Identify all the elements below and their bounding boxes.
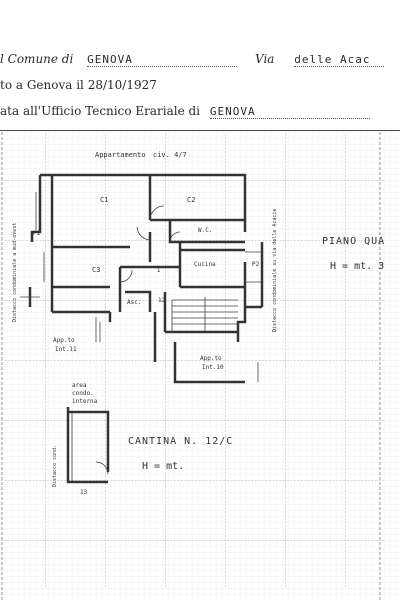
- area-line1: area: [72, 382, 87, 389]
- app-int11-line1: App.to: [53, 337, 75, 344]
- graph-grid: [0, 132, 400, 600]
- label-p2: P2: [252, 261, 260, 268]
- room-wc: W.C.: [198, 227, 212, 234]
- piano-label: PIANO QUA: [322, 236, 385, 247]
- label-i: I: [157, 267, 161, 274]
- label-p1: P1: [33, 230, 41, 237]
- area-line3: interna: [72, 398, 98, 405]
- app-int11-line2: Int.11: [55, 346, 77, 353]
- cantina-plan: [66, 407, 110, 484]
- comune-line: l Comune di GENOVA Via delle Acac: [0, 52, 385, 67]
- room-cucina: Cucina: [194, 261, 216, 268]
- plan-details: [20, 192, 262, 382]
- sheet-border: [1, 132, 381, 600]
- ufficio-value: GENOVA: [209, 105, 256, 118]
- via-label: Via: [255, 52, 275, 66]
- comune-value: GENOVA: [87, 53, 133, 66]
- label-13: 13: [80, 489, 88, 496]
- distacco-left: Distacco condominiale a mud-ovest: [12, 223, 18, 322]
- label-appartamento: Appartamento: [95, 151, 146, 159]
- height-label: H = mt. 3: [330, 261, 384, 272]
- floor-plan-sheet: Appartamento civ. 4/7 C1 C2 C3 W.C. Cuci…: [0, 132, 400, 600]
- cantina-label: CANTINA N. 12/C: [128, 436, 233, 447]
- app-int10-line2: Int.10: [202, 364, 224, 371]
- cantina-height: H = mt.: [142, 461, 184, 472]
- via-value: delle Acac: [294, 53, 371, 66]
- distacco-cond: Distacco cond.: [52, 445, 58, 487]
- apartment-plan: [28, 173, 264, 384]
- ufficio-line: ata all'Ufficio Tecnico Erariale di GENO…: [0, 104, 370, 119]
- born-line: to a Genova il 28/10/1927: [0, 78, 157, 92]
- distacco-right: Distacco condominiale su via delle Acaci…: [272, 209, 278, 332]
- comune-label: l Comune di: [0, 52, 74, 66]
- label-12: 12: [158, 297, 166, 304]
- room-asc: Asc.: [127, 299, 141, 306]
- room-c3: C3: [92, 266, 100, 274]
- ufficio-text: ata all'Ufficio Tecnico Erariale di: [0, 104, 201, 118]
- area-line2: condo.: [72, 390, 94, 397]
- room-c2: C2: [187, 196, 195, 204]
- app-int10-line1: App.to: [200, 355, 222, 362]
- born-text: to a Genova il 28/10/1927: [0, 78, 157, 92]
- stair: [171, 297, 238, 332]
- room-c1: C1: [100, 196, 108, 204]
- header-rule: [0, 130, 400, 131]
- label-civ: civ. 4/7: [153, 151, 187, 159]
